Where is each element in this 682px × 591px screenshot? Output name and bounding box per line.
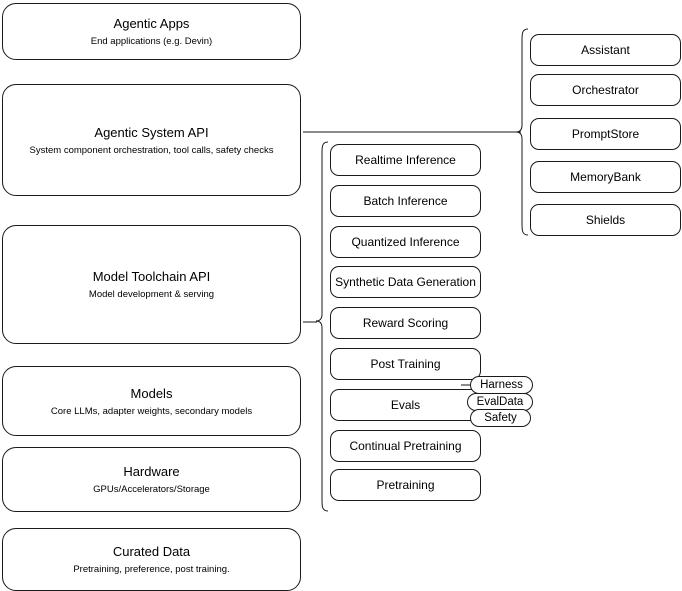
toolchain-item-label: Evals: [390, 398, 421, 412]
eval-tag-label: Harness: [480, 378, 523, 391]
toolchain-item-label: Batch Inference: [363, 194, 448, 208]
system-item-assistant[interactable]: Assistant: [530, 34, 681, 66]
system-item-promptstore[interactable]: PromptStore: [530, 118, 681, 150]
toolchain-item-realtime-inference[interactable]: Realtime Inference: [330, 144, 481, 176]
eval-tag-harness[interactable]: Harness: [470, 376, 533, 394]
system-item-label: PromptStore: [571, 127, 640, 141]
eval-tag-label: EvalData: [476, 395, 524, 408]
layer-title: Hardware: [123, 464, 180, 479]
system-item-memorybank[interactable]: MemoryBank: [530, 161, 681, 193]
toolchain-item-post-training[interactable]: Post Training: [330, 348, 481, 380]
layer-curated-data[interactable]: Curated Data Pretraining, preference, po…: [2, 528, 301, 591]
toolchain-item-continual-pretraining[interactable]: Continual Pretraining: [330, 430, 481, 462]
system-item-label: Assistant: [581, 43, 630, 57]
layer-agentic-system-api[interactable]: Agentic System API System component orch…: [2, 84, 301, 196]
layer-subtitle: Core LLMs, adapter weights, secondary mo…: [50, 405, 253, 417]
layer-title: Agentic Apps: [113, 16, 190, 31]
layer-agentic-apps[interactable]: Agentic Apps End applications (e.g. Devi…: [2, 3, 301, 60]
toolchain-item-pretraining[interactable]: Pretraining: [330, 469, 481, 501]
system-item-orchestrator[interactable]: Orchestrator: [530, 74, 681, 106]
brace-toolchain-components: [315, 141, 329, 512]
layer-models[interactable]: Models Core LLMs, adapter weights, secon…: [2, 366, 301, 436]
layer-model-toolchain-api[interactable]: Model Toolchain API Model development & …: [2, 225, 301, 344]
layer-title: Curated Data: [112, 544, 191, 559]
toolchain-item-label: Pretraining: [376, 478, 435, 492]
system-item-label: MemoryBank: [570, 170, 641, 184]
toolchain-item-synthetic-data-generation[interactable]: Synthetic Data Generation: [330, 266, 481, 298]
layer-subtitle: System component orchestration, tool cal…: [29, 144, 274, 156]
layer-title: Agentic System API: [94, 124, 209, 140]
brace-system-components: [515, 28, 529, 236]
layer-hardware[interactable]: Hardware GPUs/Accelerators/Storage: [2, 447, 301, 512]
toolchain-item-label: Synthetic Data Generation: [335, 275, 476, 289]
toolchain-item-label: Realtime Inference: [355, 153, 456, 167]
toolchain-item-reward-scoring[interactable]: Reward Scoring: [330, 307, 481, 339]
toolchain-item-quantized-inference[interactable]: Quantized Inference: [330, 226, 481, 258]
system-item-shields[interactable]: Shields: [530, 204, 681, 236]
toolchain-item-label: Post Training: [370, 357, 441, 371]
layer-subtitle: End applications (e.g. Devin): [90, 36, 213, 47]
toolchain-item-evals[interactable]: Evals: [330, 389, 481, 421]
toolchain-item-label: Continual Pretraining: [349, 439, 462, 453]
system-item-label: Shields: [585, 213, 626, 227]
layer-title: Models: [130, 385, 173, 401]
toolchain-item-label: Quantized Inference: [351, 235, 460, 249]
toolchain-item-batch-inference[interactable]: Batch Inference: [330, 185, 481, 217]
system-item-label: Orchestrator: [572, 83, 639, 97]
toolchain-item-label: Reward Scoring: [362, 316, 449, 330]
eval-tag-label: Safety: [484, 411, 517, 424]
layer-subtitle: Pretraining, preference, post training.: [73, 564, 230, 575]
eval-tag-safety[interactable]: Safety: [470, 409, 531, 427]
layer-title: Model Toolchain API: [92, 269, 211, 284]
layer-subtitle: GPUs/Accelerators/Storage: [93, 484, 210, 495]
layer-subtitle: Model development & serving: [88, 289, 215, 300]
